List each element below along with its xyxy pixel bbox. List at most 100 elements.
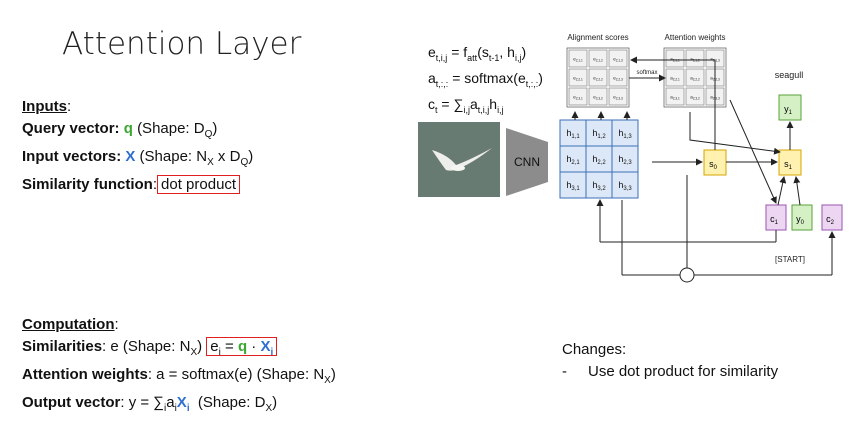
changes-item-text: Use dot product for similarity <box>588 363 779 380</box>
equation-a: at,:,: = softmax(et,:,:) <box>428 69 543 89</box>
output-vector-line: Output vector: y = ∑iaiXi (Shape: DX) <box>22 394 278 414</box>
inputs-section: Inputs: Query vector: q (Shape: DQ) Inpu… <box>22 96 253 196</box>
formula-e-sub: i <box>218 347 221 358</box>
attention-cell-label: a2,3,2 <box>690 95 700 101</box>
attention-cell-label: a2,2,3 <box>710 76 720 82</box>
feature-cell-label: h3,3 <box>618 180 632 192</box>
feature-cell-label: h1,2 <box>592 128 606 140</box>
attention-cell <box>685 87 705 106</box>
diagram-connectors <box>596 56 836 276</box>
c2-box <box>821 204 843 231</box>
input-symbol: X <box>125 148 136 165</box>
equation-c: ct = ∑i,jat,i,jhi,j <box>428 95 504 115</box>
similarity-function-label: Similarity function <box>22 176 153 193</box>
similarity-formula: ei = q · Xi <box>206 337 278 358</box>
feature-cell <box>585 119 613 147</box>
c1-label: c1 <box>770 214 779 226</box>
output-x: X <box>176 394 187 411</box>
feature-cell-label: h2,3 <box>618 154 632 166</box>
feature-cell <box>585 145 613 173</box>
formula-e: e <box>210 338 219 355</box>
y1-label: y1 <box>784 104 793 116</box>
similarity-function-value: dot product <box>157 175 241 194</box>
output-sub-b: i <box>174 403 177 414</box>
feature-cell-label: h1,1 <box>566 128 580 140</box>
feature-cell-label: h3,1 <box>566 180 580 192</box>
feature-cell <box>611 119 639 147</box>
page-title: Attention Layer <box>62 26 302 62</box>
attention-cell-label: a2,2,2 <box>690 76 700 82</box>
alignment-cell <box>608 49 628 68</box>
c1-box <box>765 204 787 231</box>
input-vectors-line: Input vectors: X (Shape: NX x DQ) <box>22 148 254 168</box>
input-shape-sub-b: Q <box>240 157 249 168</box>
alignment-cell-label: e2,1,1 <box>573 57 583 63</box>
changes-item: -Use dot product for similarity <box>562 363 779 380</box>
alignment-cell-label: e2,3,3 <box>613 95 623 101</box>
attention-weights-sub: X <box>324 375 331 386</box>
feature-cell-label: h3,2 <box>592 180 606 192</box>
y0-box <box>791 204 813 231</box>
alignment-cell-label: e2,1,3 <box>613 57 623 63</box>
alignment-cell-label: e2,3,2 <box>593 95 603 101</box>
query-shape: (Shape: D <box>137 120 205 137</box>
attention-cell <box>685 68 705 87</box>
similarities-text: e (Shape: N <box>110 338 191 355</box>
equation-e: et,i,j = fatt(st-1, hi,j) <box>428 44 527 63</box>
cnn-block <box>506 128 548 196</box>
alignment-cell-label: e2,3,1 <box>573 95 583 101</box>
alignment-cell-label: e2,2,1 <box>573 76 583 82</box>
feature-cell <box>559 145 587 173</box>
alignment-cell <box>568 68 588 87</box>
attention-weights-label: Attention weights <box>22 366 148 383</box>
query-vector-line: Query vector: q (Shape: DQ) <box>22 120 218 140</box>
formula-q: q <box>237 338 248 355</box>
s0-label: s0 <box>709 159 718 171</box>
output-text-b: a <box>166 394 175 411</box>
feature-cell-label: h2,1 <box>566 154 580 166</box>
feature-cell <box>585 171 613 199</box>
attention-cell-label: a2,3,1 <box>670 95 680 101</box>
alignment-cell <box>608 87 628 106</box>
y1-box <box>778 94 802 121</box>
input-label: Input vectors <box>22 148 117 165</box>
output-vector-label: Output vector <box>22 394 121 411</box>
alignment-cell <box>568 87 588 106</box>
seagull-photo <box>418 122 500 197</box>
output-sub-a: i <box>163 403 167 414</box>
query-label: Query vector <box>22 120 115 137</box>
input-shape-a: (Shape: N <box>139 148 208 165</box>
alignment-cell-label: e2,2,2 <box>593 76 603 82</box>
output-text-a: y = ∑ <box>128 394 164 411</box>
cnn-label: CNN <box>514 155 540 169</box>
attention-weights-text: a = softmax(e) (Shape: N <box>156 366 325 383</box>
formula-eq: = <box>220 338 238 355</box>
alignment-cell-label: e2,2,3 <box>613 76 623 82</box>
attention-cell-label: a2,3,3 <box>710 95 720 101</box>
similarity-function-line: Similarity function:dot product <box>22 174 253 196</box>
s1-box <box>778 149 802 176</box>
s0-box <box>703 149 727 176</box>
similarities-label: Similarities <box>22 338 103 355</box>
formula-x-sub: i <box>270 347 274 358</box>
query-symbol: q <box>123 120 133 137</box>
inputs-heading: Inputs <box>22 98 67 115</box>
feature-cell <box>559 119 587 147</box>
alignment-cell <box>608 68 628 87</box>
alignment-cell <box>588 68 608 87</box>
attention-cell <box>665 49 685 68</box>
attention-equations: et,i,j = fatt(st-1, hi,j) at,:,: = softm… <box>428 42 543 119</box>
feature-cell <box>611 171 639 199</box>
attention-cell <box>665 87 685 106</box>
attention-cell <box>665 68 685 87</box>
c2-label: c2 <box>826 214 835 226</box>
query-shape-sub: Q <box>204 129 213 140</box>
softmax-label: softmax <box>636 70 657 76</box>
output-shape: (Shape: D <box>189 394 266 411</box>
h-to-alignment-arrows <box>571 111 631 120</box>
attention-cell <box>685 49 705 68</box>
output-sub-d: X <box>265 403 273 414</box>
alignment-scores-label: Alignment scores <box>567 33 628 42</box>
